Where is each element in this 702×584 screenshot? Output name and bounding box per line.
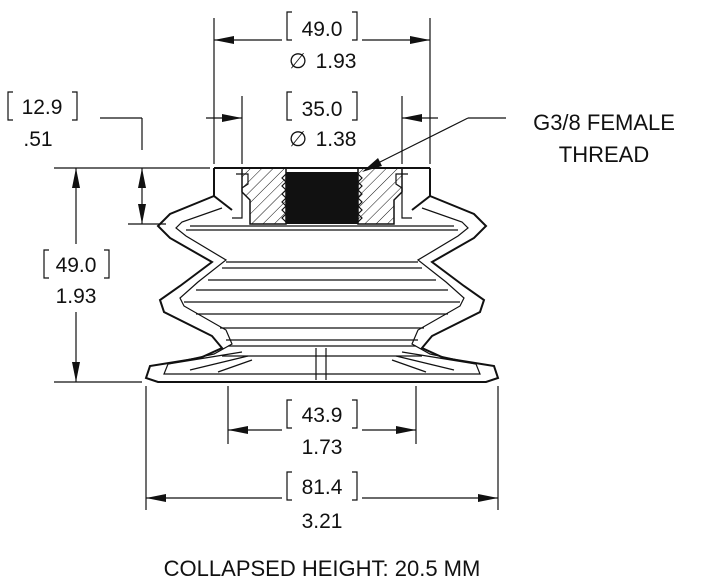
bellows-outer-profile	[144, 195, 500, 383]
dim-lower-outer: 81.4 3.21	[286, 471, 358, 533]
bellows-inner-profile	[163, 207, 481, 375]
dim-overall-height-mm: 49.0	[56, 254, 97, 277]
bracket-left	[43, 249, 49, 279]
thread-teeth	[281, 173, 363, 223]
dim-lower-inner-inch: 1.73	[302, 436, 343, 459]
bracket-right	[352, 91, 358, 121]
dim-top-inner: 35.0 ∅ 1.38	[286, 91, 358, 151]
thread-callout-line1: G3/8 FEMALE	[533, 110, 675, 135]
bracket-right	[352, 399, 358, 429]
dim-top-inner-mm: 35.0	[302, 98, 343, 121]
dim-lower-inner-mm: 43.9	[302, 404, 343, 427]
dim-flange-height-inch: .51	[23, 128, 52, 151]
dim-overall-height: 49.0 1.93	[43, 249, 110, 308]
extension-lines	[54, 18, 499, 510]
fitting-groove-right	[395, 173, 412, 219]
dim-top-outer-mm: 49.0	[302, 18, 343, 41]
bellows-cup-body	[144, 167, 500, 383]
dim-lower-outer-mm: 81.4	[302, 476, 343, 499]
threaded-bore	[286, 172, 358, 224]
dim-top-outer-inch: 1.93	[316, 50, 357, 73]
bellows-ribs	[184, 225, 460, 347]
dim-flange-height-mm: 12.9	[22, 96, 63, 119]
bracket-left	[286, 471, 292, 501]
collapsed-height-note: COLLAPSED HEIGHT: 20.5 MM	[164, 556, 481, 581]
diameter-symbol: ∅	[289, 50, 307, 73]
bracket-right	[352, 471, 358, 501]
dim-lower-inner: 43.9 1.73	[286, 399, 358, 459]
dim-lower-outer-inch: 3.21	[302, 510, 343, 533]
dimension-lines	[72, 36, 506, 502]
bracket-left	[286, 399, 292, 429]
bracket-right	[72, 91, 78, 121]
bracket-left	[286, 91, 292, 121]
lip-support-ribs	[167, 348, 477, 380]
dim-overall-height-inch: 1.93	[56, 285, 97, 308]
diameter-symbol: ∅	[289, 128, 307, 151]
bracket-right	[352, 11, 358, 41]
bracket-left	[286, 11, 292, 41]
dim-top-inner-inch: 1.38	[316, 128, 357, 151]
thread-callout: G3/8 FEMALE THREAD	[533, 110, 675, 167]
bracket-right	[104, 249, 110, 279]
dim-top-outer: 49.0 ∅ 1.93	[286, 11, 358, 73]
fitting-groove-left	[232, 173, 249, 219]
dim-flange-height: 12.9 .51	[7, 91, 78, 151]
bracket-left	[7, 91, 13, 121]
thread-callout-line2: THREAD	[559, 142, 649, 167]
